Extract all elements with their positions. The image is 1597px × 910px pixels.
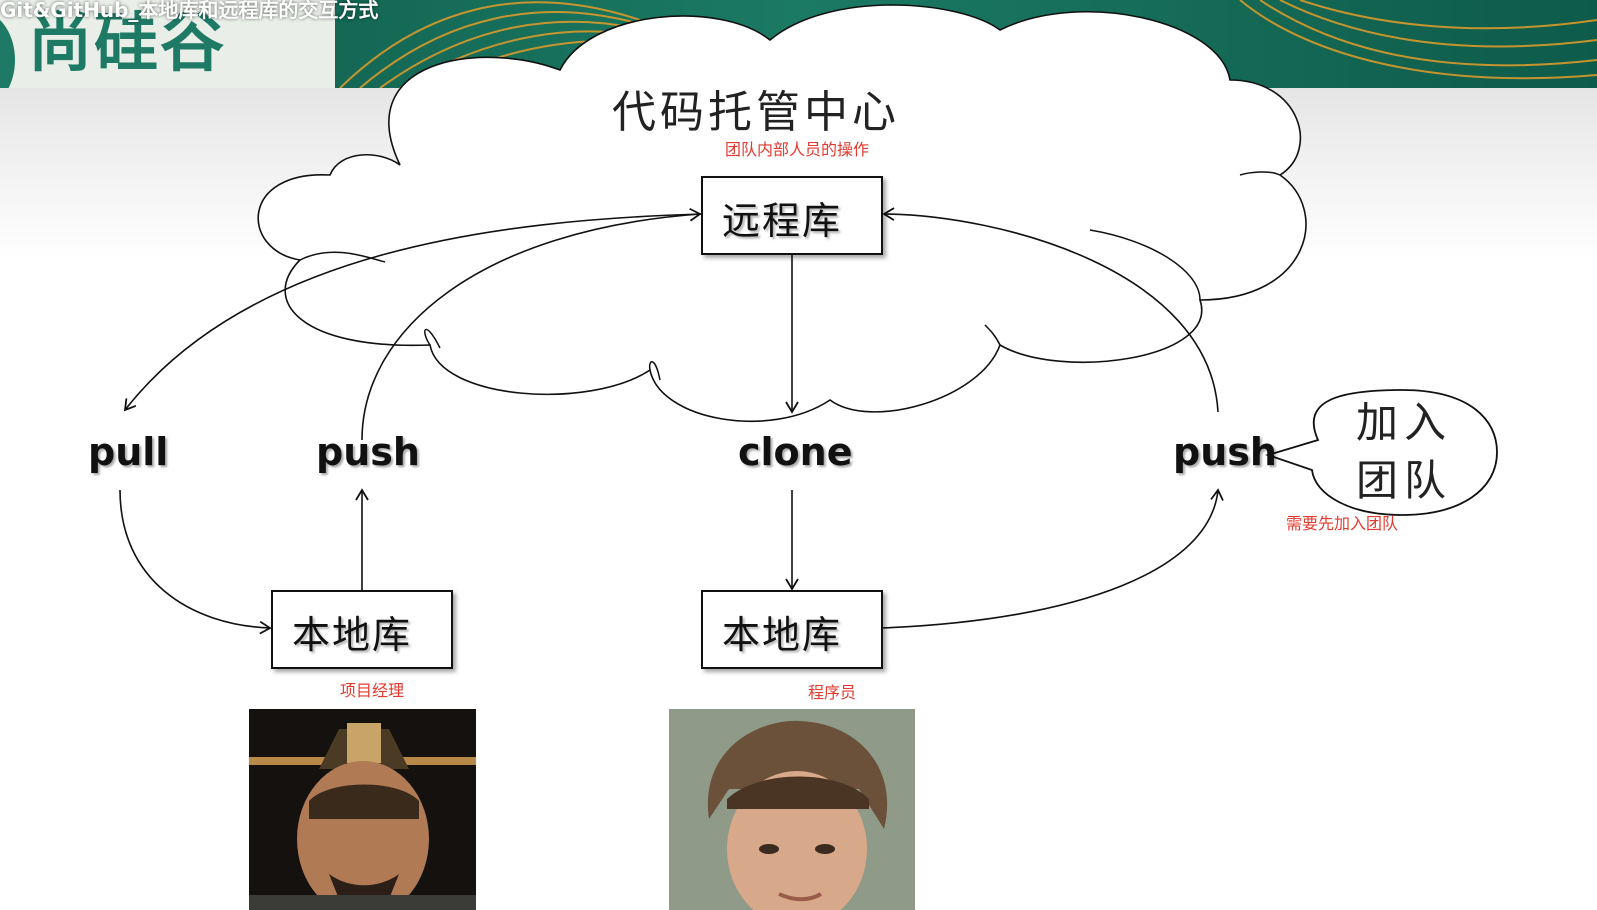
push-label-manager: push <box>316 430 420 474</box>
pull-label: pull <box>88 430 169 474</box>
arrow-push-to-remote <box>361 207 702 441</box>
manager-photo <box>249 709 476 910</box>
join-team-bubble <box>1265 389 1498 516</box>
cloud-title: 代码托管中心 <box>612 87 900 138</box>
programmer-photo <box>669 709 915 910</box>
clone-label: clone <box>738 430 853 474</box>
local-repo-label-programmer: 本地库 <box>722 613 843 657</box>
remote-repo-box <box>701 176 883 255</box>
remote-repo-label: 远程库 <box>722 199 843 243</box>
portrait-official-icon <box>249 709 476 910</box>
arrow-local2-to-push <box>881 488 1224 629</box>
bubble-text: 加入 团队 <box>1356 394 1452 510</box>
arrow-pull-to-local <box>119 489 272 635</box>
portrait-young-man-icon <box>669 709 915 910</box>
video-title: Git&GitHub_本地库和远程库的交互方式 <box>0 0 379 22</box>
local-repo-box-manager <box>271 590 453 669</box>
bubble-line-2: 团队 <box>1356 456 1453 505</box>
arrow-push2-to-remote <box>882 207 1219 413</box>
programmer-role-note: 程序员 <box>808 683 857 702</box>
bubble-line-1: 加入 <box>1356 398 1453 447</box>
local-repo-box-programmer <box>701 590 883 669</box>
local-repo-label-manager: 本地库 <box>292 613 413 657</box>
push-label-programmer: push <box>1173 430 1277 474</box>
arrow-remote-to-pull <box>123 213 703 412</box>
cloud-note: 团队内部人员的操作 <box>725 140 870 159</box>
manager-role-note: 项目经理 <box>340 681 405 700</box>
join-first-note: 需要先加入团队 <box>1286 514 1399 533</box>
logo: 尚硅谷 <box>28 7 226 81</box>
